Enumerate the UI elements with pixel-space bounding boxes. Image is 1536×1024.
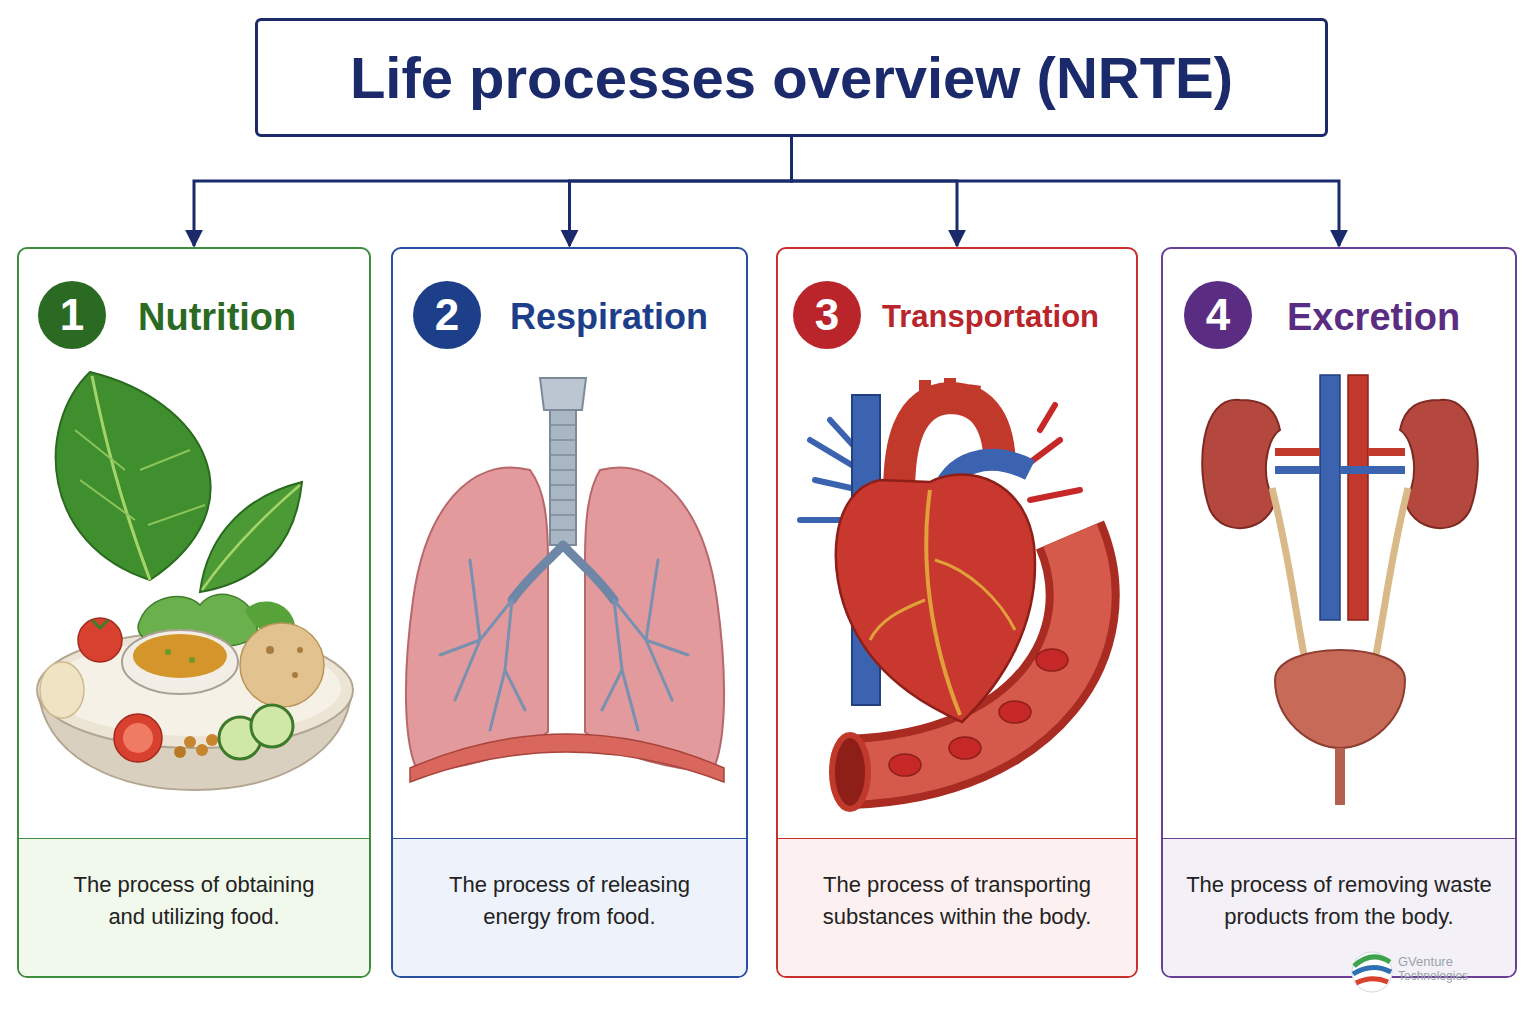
diagram-title: Life processes overview (NRTE) [350,44,1233,111]
watermark-text: Technologies [1398,970,1468,982]
process-description: The process of transporting substances w… [798,869,1116,933]
process-description: The process of releasing energy from foo… [433,869,706,933]
branch-arrow [194,137,792,246]
callout-number: 4 [1206,293,1230,337]
process-heading: Nutrition [138,283,296,351]
process-heading: Respiration [510,283,708,351]
process-panel: Excretion 4The process of removing waste … [1161,247,1517,978]
branch-arrow [792,137,1340,246]
process-panel: Transportation 3The process of transporti… [776,247,1138,978]
logo-arc [1356,979,1388,983]
process-description: The process of removing waste products f… [1171,869,1507,933]
number-badge: 2 [413,281,481,349]
number-badge: 1 [38,281,106,349]
description-band: The process of transporting substances w… [778,838,1136,976]
branch-arrow [792,137,958,246]
description-band: The process of releasing energy from foo… [393,838,746,976]
process-heading: Transportation [882,283,1099,351]
number-badge: 3 [793,281,861,349]
process-heading: Excretion [1287,283,1460,351]
description-band: The process of obtaining and utilizing f… [19,838,369,976]
number-badge: 4 [1184,281,1252,349]
callout-number: 1 [60,293,84,337]
callout-number: 2 [435,293,459,337]
branch-arrow [570,137,792,246]
description-band: The process of removing waste products f… [1163,838,1515,976]
process-description: The process of obtaining and utilizing f… [59,869,329,933]
process-panel: Nutrition 1The process of obtaining and u… [17,247,371,978]
process-panel: Respiration 2The process of releasing ene… [391,247,748,978]
watermark-text: GVenture [1398,955,1453,968]
title-box: Life processes overview (NRTE) [255,18,1328,137]
callout-number: 3 [815,293,839,337]
